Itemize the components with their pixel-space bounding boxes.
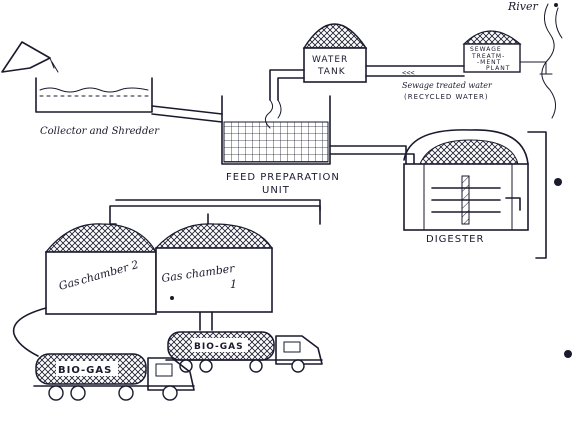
sewage-label-line4: PLANT — [486, 65, 510, 72]
feed-prep-label-line1: FEED PREPARATION — [226, 172, 340, 183]
hose-chamber2-truck — [14, 308, 46, 356]
river-label: River — [507, 0, 539, 13]
biogas-truck-1: BIO-GAS — [166, 332, 322, 372]
water-tank: WATER TANK — [304, 24, 366, 82]
truck-2-label: BIO-GAS — [58, 365, 112, 376]
feed-prep-label-line2: UNIT — [262, 185, 290, 196]
treated-water-label-line2: (RECYCLED WATER) — [404, 93, 489, 101]
gas-chamber-2: Gas chamber 2 — [46, 224, 156, 314]
sewage-label-line1: SEWAGE — [470, 46, 502, 53]
margin-dot — [554, 178, 562, 186]
pipe-collector-feed — [152, 106, 222, 122]
water-tank-label-line2: TANK — [317, 67, 346, 77]
truck-1-label: BIO-GAS — [194, 342, 244, 352]
pipe-feed-digester — [330, 146, 414, 210]
sewage-treatment-plant: SEWAGE TREATM- -MENT PLANT — [464, 31, 552, 74]
collector-and-shredder: Collector and Shredder — [2, 42, 160, 137]
treated-water-label-line1: Sewage treated water — [402, 81, 493, 90]
svg-text:<<<: <<< — [402, 69, 415, 77]
pipe-digester-return — [116, 200, 320, 210]
hose-chamber1-truck — [200, 312, 212, 330]
gas-chamber-1: Gas chamber 1 — [156, 224, 272, 312]
biogas-truck-2: BIO-GAS — [34, 354, 194, 400]
digester: DIGESTER — [404, 130, 528, 245]
feed-preparation-unit: FEED PREPARATION UNIT — [222, 96, 340, 196]
water-tank-label-line1: WATER — [312, 55, 348, 65]
margin-dot — [564, 350, 572, 358]
gas-chamber-1-label-line2: 1 — [230, 278, 237, 291]
collector-label: Collector and Shredder — [40, 126, 160, 137]
pipe-water-feed — [270, 70, 304, 100]
digester-label: DIGESTER — [426, 234, 484, 245]
